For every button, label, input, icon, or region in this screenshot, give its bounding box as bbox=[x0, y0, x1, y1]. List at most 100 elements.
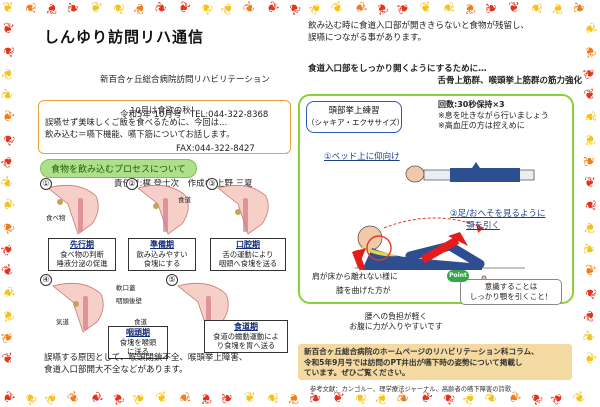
leaf-icon: ❦ bbox=[581, 261, 599, 281]
leaf-icon: ❦ bbox=[0, 261, 17, 281]
leaf-icon: ❦ bbox=[0, 173, 18, 193]
leaf-icon: ❦ bbox=[152, 0, 172, 17]
leaf-icon: ❦ bbox=[174, 0, 194, 18]
page-title: しんゆり訪問リハ通信 bbox=[44, 28, 205, 46]
step-number-2: ② bbox=[126, 178, 138, 190]
swallow-figures-illustration bbox=[47, 184, 269, 333]
step-desc: 食塊を喉頭 bbox=[119, 337, 157, 347]
leaf-icon: ❦ bbox=[21, 1, 39, 15]
step2-line: 顎を引く bbox=[466, 221, 501, 231]
leaf-icon: ❦ bbox=[328, 0, 347, 18]
exercise-title-line: （シャキア・エクササイズ） bbox=[307, 118, 405, 127]
exercise-note: ※高血圧の方は控えめに bbox=[438, 121, 525, 130]
label-pharynx-wall: 咽頭後壁 bbox=[116, 297, 142, 305]
leaf-icon: ❦ bbox=[240, 0, 260, 18]
leaf-icon: ❦ bbox=[581, 109, 599, 125]
leaf-icon: ❦ bbox=[483, 1, 501, 15]
leaf-icon: ❦ bbox=[261, 0, 282, 18]
step-title: 咽頭期 bbox=[126, 328, 150, 337]
label-soft-palate: 軟口蓋 bbox=[116, 284, 136, 292]
leaf-icon: ❦ bbox=[438, 0, 457, 16]
leaf-icon: ❦ bbox=[0, 284, 18, 302]
leaf-icon: ❦ bbox=[0, 388, 18, 407]
leaf-icon: ❦ bbox=[0, 19, 16, 39]
leaf-icon: ❦ bbox=[583, 174, 597, 192]
step-desc: 唾液分泌の促進 bbox=[56, 259, 108, 268]
cause-line: 誤嚥する原因として、喉頭閉鎖不全、喉頭挙上障害、 bbox=[44, 353, 248, 363]
step-desc: 食べ物の判断 bbox=[60, 249, 104, 259]
note-knee-continued: 腰への負担が軽く お腹に力が入りやすいです bbox=[336, 312, 456, 332]
label-esophagus-2: 食道 bbox=[134, 318, 147, 326]
leaf-icon: ❦ bbox=[0, 349, 16, 369]
step-box-1: 先行期 食べ物の判断 唾液分泌の促進 bbox=[48, 238, 116, 271]
reps-text: 回数:30秒保持×3 bbox=[438, 100, 505, 109]
exercise-title: 頭部挙上練習 （シャキア・エクササイズ） bbox=[306, 101, 405, 133]
info-line: 令和5年9月号では訪問のPT井出が嚥下時の姿勢について掲載し bbox=[304, 357, 523, 367]
org-name: 新百合ヶ丘総合病院訪問リハビリテーション bbox=[100, 75, 270, 85]
label-esophagus: 食道 bbox=[178, 196, 191, 204]
leaf-icon: ❦ bbox=[581, 41, 599, 61]
leaf-icon: ❦ bbox=[195, 0, 216, 18]
point-tag: Point bbox=[447, 270, 469, 282]
step-number-5: ⑤ bbox=[166, 274, 178, 286]
step-box-2: 準備期 飲み込みやすい 食塊にする bbox=[128, 238, 196, 271]
knee-line: お腹に力が入りやすいです bbox=[349, 322, 443, 331]
leaf-icon: ❦ bbox=[0, 239, 18, 259]
leaf-icon: ❦ bbox=[350, 0, 370, 17]
exercise-step-1: ①ベッド上に仰向け bbox=[324, 152, 400, 162]
leaf-icon: ❦ bbox=[579, 327, 600, 347]
org-issue-tel: 令和5年 10月号 TEL:044-322-8368 bbox=[120, 109, 269, 120]
info-line: ています。ぜひご覧ください。 bbox=[304, 368, 410, 377]
leaf-icon: ❦ bbox=[580, 349, 600, 369]
leaf-icon: ❦ bbox=[284, 0, 304, 18]
leaf-icon: ❦ bbox=[305, 0, 326, 18]
info-line: 新百合ヶ丘総合病院のホームページのリハビリテーション科コラム、 bbox=[304, 347, 539, 356]
right-bold-text: 食道入口部をしっかり開くようにするために… 舌骨上筋群、喉頭挙上筋群の筋力強化 bbox=[292, 64, 582, 87]
swallow-process-panel: ① ② ③ ④ ⑤ 食べ物 食道 軟口蓋 咽頭後壁 気道 食道 先行期 食べ物の… bbox=[38, 176, 291, 359]
step-title: 先行期 bbox=[70, 240, 94, 249]
leaf-icon: ❦ bbox=[44, 0, 59, 17]
step-title: 食道期 bbox=[234, 322, 258, 331]
leaf-icon: ❦ bbox=[507, 0, 521, 17]
leaf-icon: ❦ bbox=[0, 85, 18, 105]
head-lift-figure bbox=[355, 217, 525, 270]
leaf-icon: ❦ bbox=[463, 0, 477, 17]
leaf-icon: ❦ bbox=[0, 305, 17, 325]
process-label: 食物を飲み込むプロセスについて bbox=[40, 159, 197, 178]
leaf-icon: ❦ bbox=[582, 85, 598, 105]
right-intro-line: 誤嚥につながる事があります。 bbox=[308, 33, 427, 43]
leaf-icon: ❦ bbox=[0, 151, 18, 171]
step-desc: 咽頭へ食塊を送る bbox=[218, 259, 278, 268]
leaf-icon: ❦ bbox=[0, 217, 18, 237]
leaf-icon: ❦ bbox=[0, 107, 18, 127]
intro-line: 飲み込む＝嚥下機能、嚥下筋についてお話します。 bbox=[45, 129, 235, 139]
note-knee: 膝を曲げた方が bbox=[336, 286, 391, 296]
step-title: 準備期 bbox=[150, 240, 174, 249]
exercise-illustration bbox=[352, 162, 535, 301]
step-desc: 食道の蠕動運動によ bbox=[213, 331, 279, 341]
right-intro: 飲み込む時に食道入口部が開ききらないと食物が残留し、 誤嚥につながる事があります… bbox=[308, 20, 570, 44]
note-shoulder: 肩が床から離れない様に bbox=[312, 272, 398, 281]
intro-box: 10月は食欲の秋！ 誤嚥せず美味しくご飯を食べるために、今回は… 飲み込む＝嚥下… bbox=[38, 100, 291, 154]
point-line: しっかり顎を引くこと！ bbox=[469, 292, 553, 301]
intro-line: 誤嚥せず美味しくご飯を食べるために、今回は… bbox=[45, 117, 228, 127]
right-intro-line: 飲み込む時に食道入口部が開ききらないと食物が残留し、 bbox=[308, 21, 530, 31]
references: 参考文献：カンゴルー、理学療法ジャーナル、高齢者の嚥下障害の詩歌 bbox=[310, 386, 512, 393]
step-desc: り食塊を胃へ送る bbox=[216, 341, 276, 350]
step-number-1: ① bbox=[40, 178, 52, 190]
right-bold-line: 舌骨上筋群、喉頭挙上筋群の筋力強化 bbox=[437, 75, 582, 86]
step-box-3: 口腔期 舌の運動により 咽頭へ食塊を送る bbox=[210, 238, 286, 271]
exercise-title-line: 頭部挙上練習 bbox=[328, 106, 380, 116]
leaf-icon: ❦ bbox=[581, 305, 599, 325]
step-box-5: 食道期 食道の蠕動運動によ り食塊を胃へ送る bbox=[204, 320, 288, 353]
exercise-box: 頭部挙上練習 （シャキア・エクササイズ） 回数:30秒保持×3 ※息を吐きながら… bbox=[298, 94, 574, 305]
leaf-icon: ❦ bbox=[550, 0, 566, 17]
lying-person-figure bbox=[405, 162, 535, 183]
step2-line: ②足/おへそを見るように bbox=[450, 209, 546, 219]
point-box: Point 意識することは しっかり顎を引くこと！ bbox=[447, 270, 562, 305]
leaf-icon: ❦ bbox=[580, 65, 600, 81]
leaf-icon: ❦ bbox=[373, 0, 391, 18]
leaf-icon: ❦ bbox=[2, 0, 14, 16]
leaf-icon: ❦ bbox=[64, 0, 83, 16]
step-title: 口腔期 bbox=[236, 240, 260, 249]
